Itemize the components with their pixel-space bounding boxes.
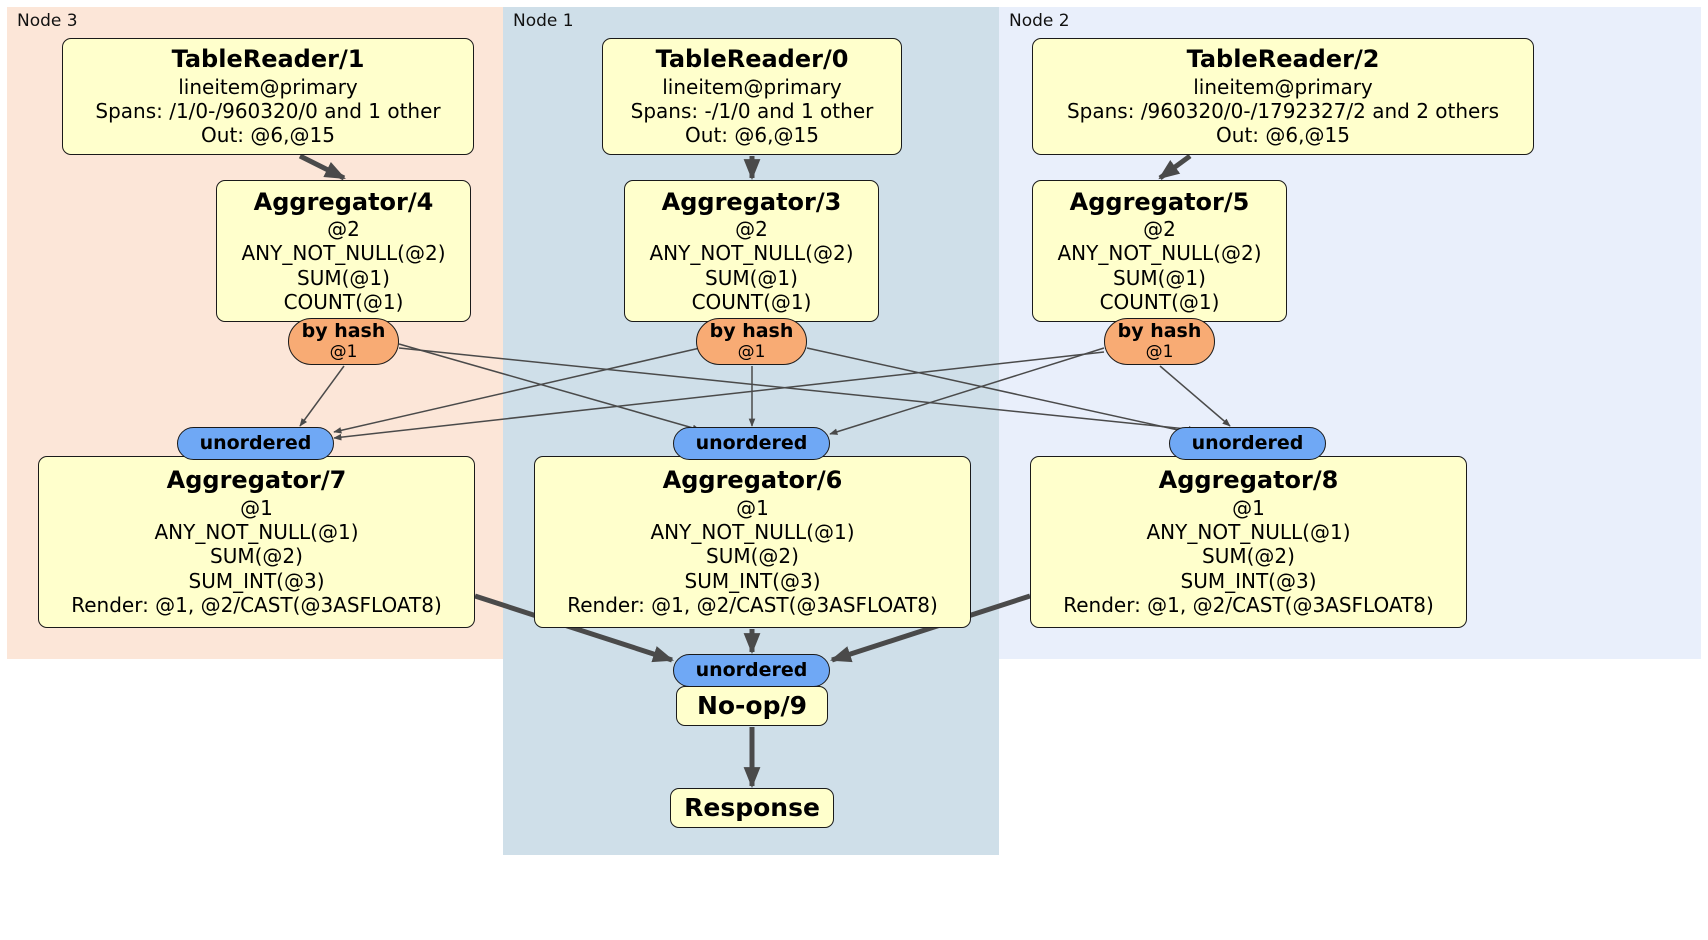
router-hash-router-5[interactable]: by hash@1 [1104, 318, 1215, 365]
processor-detail-line: ANY_NOT_NULL(@1) [1146, 520, 1351, 545]
processor-detail-line: @2 [735, 216, 768, 241]
processor-detail-line: SUM_INT(@3) [188, 568, 325, 593]
processor-response[interactable]: Response [670, 788, 834, 828]
router-sync-unordered-8[interactable]: unordered [1169, 427, 1326, 460]
processor-detail-line: SUM(@1) [1113, 265, 1206, 290]
processor-detail-line: SUM_INT(@3) [684, 568, 821, 593]
processor-title: TableReader/1 [171, 45, 365, 74]
processor-title: Aggregator/5 [1069, 187, 1250, 216]
router-hash-router-4[interactable]: by hash@1 [288, 318, 399, 365]
edge-hash4-sync8 [398, 347, 1197, 433]
processor-detail-line: Spans: /960320/0-/1792327/2 and 2 others [1066, 98, 1499, 123]
edge-agg8-sync9 [830, 593, 1031, 663]
processor-detail-line: SUM(@1) [297, 265, 390, 290]
edge-hash5-sync6 [829, 347, 1105, 435]
processor-detail-line: SUM(@1) [705, 265, 798, 290]
router-label: by hash [301, 319, 386, 342]
processor-detail-line: Render: @1, @2/CAST(@3ASFLOAT8) [1063, 593, 1434, 618]
processor-title: Aggregator/8 [1158, 466, 1339, 495]
processor-detail-line: @1 [240, 495, 273, 520]
processor-detail-line: Render: @1, @2/CAST(@3ASFLOAT8) [71, 593, 442, 618]
processor-detail-line: ANY_NOT_NULL(@2) [241, 241, 446, 266]
processor-detail-line: SUM(@2) [210, 544, 303, 569]
processor-detail-line: @2 [1143, 216, 1176, 241]
router-sublabel: @1 [737, 341, 766, 362]
router-label: unordered [695, 431, 808, 454]
processor-detail-line: @1 [1232, 495, 1265, 520]
edge-agg7-sync9 [474, 593, 674, 663]
processor-detail-line: Out: @6,@15 [685, 123, 819, 148]
edge-hash4-sync6 [398, 343, 701, 432]
processor-title: Aggregator/4 [253, 187, 434, 216]
processor-detail-line: @1 [736, 495, 769, 520]
processor-detail-line: Out: @6,@15 [201, 123, 335, 148]
processor-detail-line: lineitem@primary [178, 74, 358, 99]
router-label: unordered [695, 658, 808, 681]
processor-detail-line: COUNT(@1) [283, 290, 404, 315]
processor-title: No-op/9 [696, 690, 808, 720]
router-sublabel: @1 [1145, 341, 1174, 362]
router-sync-unordered-7[interactable]: unordered [177, 427, 334, 460]
processor-detail-line: Spans: /1/0-/960320/0 and 1 other [95, 98, 441, 123]
processor-detail-line: ANY_NOT_NULL(@1) [650, 520, 855, 545]
edge-tr1-agg4 [298, 153, 346, 181]
processor-title: TableReader/0 [655, 45, 849, 74]
router-sublabel: @1 [329, 341, 358, 362]
processor-title: Aggregator/7 [166, 466, 347, 495]
processor-detail-line: Render: @1, @2/CAST(@3ASFLOAT8) [567, 593, 938, 618]
edge-hash3-sync7 [333, 347, 701, 434]
processor-detail-line: ANY_NOT_NULL(@2) [1057, 241, 1262, 266]
processor-detail-line: lineitem@primary [1193, 74, 1373, 99]
processor-detail-line: ANY_NOT_NULL(@1) [154, 520, 359, 545]
processor-title: Aggregator/3 [661, 187, 842, 216]
processor-detail-line: @2 [327, 216, 360, 241]
processor-no-op-9[interactable]: No-op/9 [676, 686, 828, 726]
edge-tr2-agg5 [1158, 153, 1192, 181]
router-sync-unordered-9[interactable]: unordered [673, 654, 830, 687]
router-sync-unordered-6[interactable]: unordered [673, 427, 830, 460]
processor-detail-line: lineitem@primary [662, 74, 842, 99]
router-label: unordered [199, 431, 312, 454]
edge-hash5-sync8 [1159, 365, 1231, 427]
processor-detail-line: SUM(@2) [706, 544, 799, 569]
processor-detail-line: SUM(@2) [1202, 544, 1295, 569]
processor-detail-line: Spans: -/1/0 and 1 other [630, 98, 874, 123]
router-label: by hash [1117, 319, 1202, 342]
processor-detail-line: COUNT(@1) [691, 290, 812, 315]
processor-detail-line: SUM_INT(@3) [1180, 568, 1317, 593]
router-label: by hash [709, 319, 794, 342]
router-hash-router-3[interactable]: by hash@1 [696, 318, 807, 365]
edge-hash4-sync7 [299, 365, 345, 427]
edge-hash3-sync8 [806, 347, 1197, 436]
processor-title: Response [684, 792, 820, 822]
region-label-node-1: Node 1 [513, 11, 574, 31]
region-label-node-3: Node 3 [17, 11, 78, 31]
processor-detail-line: COUNT(@1) [1099, 290, 1220, 315]
processor-detail-line: ANY_NOT_NULL(@2) [649, 241, 854, 266]
processor-detail-line: Out: @6,@15 [1216, 123, 1350, 148]
router-label: unordered [1191, 431, 1304, 454]
processor-title: TableReader/2 [1186, 45, 1380, 74]
processor-title: Aggregator/6 [662, 466, 843, 495]
region-label-node-2: Node 2 [1009, 11, 1070, 31]
edge-hash5-sync7 [333, 351, 1105, 441]
